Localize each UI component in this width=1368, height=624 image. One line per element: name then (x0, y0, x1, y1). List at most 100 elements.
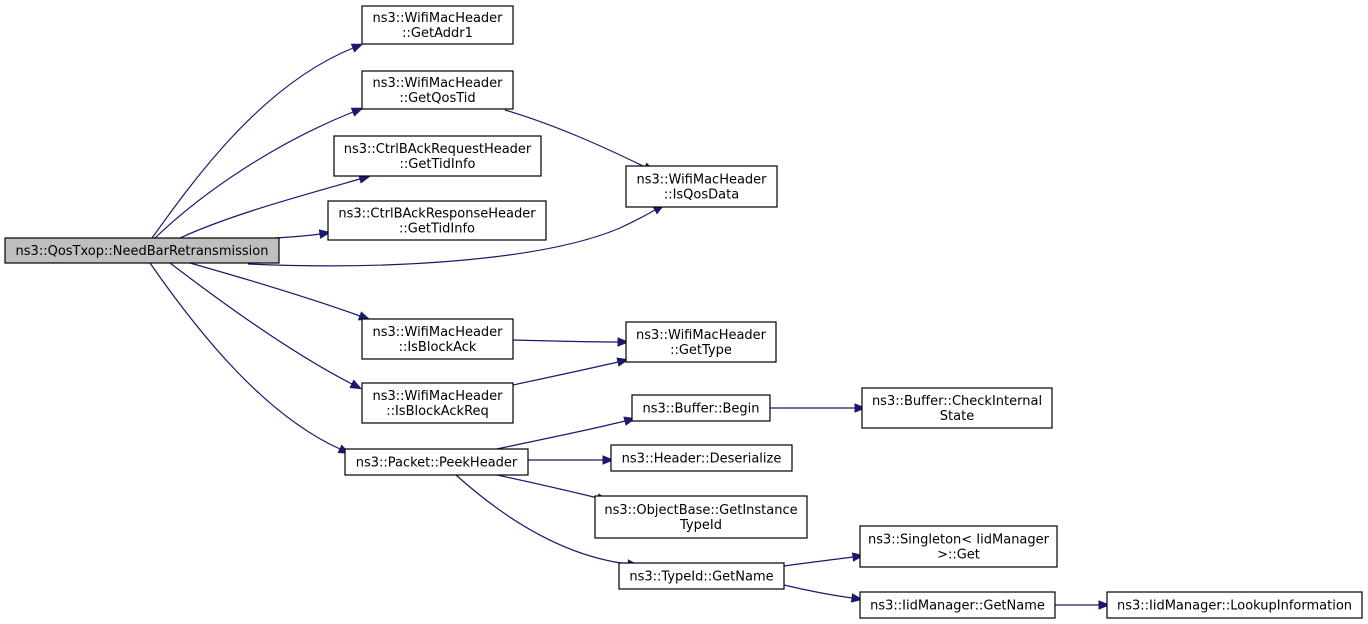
node-box (861, 387, 1053, 429)
edge-peekheader-to-deserialize (527, 455, 615, 465)
node-label: ::GetTidInfo (399, 222, 475, 237)
edge-peekheader-to-bufbegin (496, 416, 636, 450)
edge-isblockackreq-to-gettype (512, 357, 630, 386)
node-isqosdata[interactable]: ns3::WifiMacHeader::IsQosData (625, 165, 778, 208)
node-deserialize[interactable]: ns3::Header::Deserialize (610, 444, 793, 472)
node-label: ns3::QosTxop::NeedBarRetransmission (16, 244, 269, 259)
edge-root-to-resptid (274, 229, 332, 239)
edge-arrowhead (851, 552, 865, 562)
edge-line (455, 474, 629, 565)
node-box (361, 5, 514, 45)
node-label: ns3::TypeId::GetName (629, 570, 773, 585)
node-label: ns3::WifiMacHeader (372, 325, 503, 340)
node-box (631, 394, 771, 422)
node-label: ns3::WifiMacHeader (372, 76, 503, 91)
node-box (1106, 591, 1363, 619)
edge-root-to-peekheader (149, 262, 351, 454)
edge-typeidname-to-iidgetname (783, 584, 864, 603)
node-singleton[interactable]: ns3::Singleton< IidManager >::Get (859, 525, 1058, 568)
node-box (618, 562, 785, 590)
node-box (361, 382, 514, 424)
node-label: TypeId (679, 518, 722, 533)
node-bufbegin[interactable]: ns3::Buffer::Begin (631, 394, 771, 422)
node-label: ns3::IidManager::LookupInformation (1117, 599, 1352, 614)
node-label: >::Get (937, 548, 980, 563)
node-resptid[interactable]: ns3::CtrlBAckResponseHeader::GetTidInfo (327, 200, 547, 241)
edge-arrowhead (602, 455, 615, 465)
node-peekheader[interactable]: ns3::Packet::PeekHeader (344, 448, 529, 476)
edge-arrowhead (850, 593, 864, 603)
node-label: ::IsBlockAck (399, 340, 477, 355)
node-label: ns3::WifiMacHeader (372, 11, 503, 26)
node-box (859, 591, 1056, 619)
node-box (625, 321, 777, 363)
node-label: ns3::WifiMacHeader (372, 389, 503, 404)
node-label: ns3::Packet::PeekHeader (356, 456, 518, 471)
edge-arrowhead (616, 357, 630, 367)
node-box (344, 448, 529, 476)
node-box (610, 444, 793, 472)
edge-root-to-isblockackreq (169, 262, 363, 390)
node-gettype[interactable]: ns3::WifiMacHeader::GetType (625, 321, 777, 363)
node-label: State (940, 409, 974, 424)
edge-root-to-getqostid (154, 107, 364, 239)
edge-line (512, 361, 619, 386)
node-label: ns3::WifiMacHeader (636, 328, 767, 343)
node-isblockackreq[interactable]: ns3::WifiMacHeader::IsBlockAckReq (361, 382, 514, 424)
edge-arrowhead (854, 403, 867, 413)
node-label: ns3::ObjectBase::GetInstance (604, 503, 797, 518)
edge-line (496, 474, 599, 499)
edge-iidgetname-to-lookup (1055, 600, 1111, 610)
edge-arrowhead (1098, 600, 1111, 610)
node-label: ns3::CtrlBAckResponseHeader (338, 207, 536, 222)
node-box (361, 318, 514, 360)
edge-line (504, 109, 646, 168)
edge-line (274, 233, 321, 239)
edge-arrowhead (350, 43, 364, 53)
edge-arrowhead (349, 379, 363, 390)
node-label: ::IsQosData (664, 188, 739, 203)
node-box (361, 70, 514, 110)
node-reqtid[interactable]: ns3::CtrlBAckRequestHeader::GetTidInfo (333, 135, 542, 177)
edge-line (247, 209, 656, 267)
edge-line (151, 47, 354, 239)
node-label: ::GetQosTid (399, 91, 475, 106)
node-lookup[interactable]: ns3::IidManager::LookupInformation (1106, 591, 1363, 619)
node-isblockack[interactable]: ns3::WifiMacHeader::IsBlockAck (361, 318, 514, 360)
edge-peekheader-to-getinstance (496, 474, 610, 503)
edge-typeidname-to-singleton (783, 552, 865, 567)
node-box (859, 525, 1058, 568)
node-label: ::GetTidInfo (400, 157, 476, 172)
edge-line (154, 111, 354, 239)
node-label: ns3::Buffer::Begin (642, 402, 759, 417)
call-graph-nodes: ns3::QosTxop::NeedBarRetransmissionns3::… (4, 5, 1363, 619)
edge-line (179, 178, 361, 239)
edge-line (783, 556, 854, 567)
edge-line (189, 262, 361, 317)
node-box (327, 200, 547, 241)
node-label: ns3::Buffer::CheckInternal (872, 394, 1042, 409)
node-label: ::GetAddr1 (402, 26, 473, 41)
node-typeidname[interactable]: ns3::TypeId::GetName (618, 562, 785, 590)
edge-line (496, 420, 626, 450)
node-label: ns3::Singleton< IidManager (868, 533, 1050, 548)
node-label: ns3::Header::Deserialize (622, 452, 782, 467)
edge-line (149, 262, 341, 450)
edge-arrowhead (318, 229, 332, 239)
node-getqostid[interactable]: ns3::WifiMacHeader::GetQosTid (361, 70, 514, 110)
edge-root-to-getaddr1 (151, 43, 364, 239)
node-root[interactable]: ns3::QosTxop::NeedBarRetransmission (4, 237, 280, 264)
node-label: ns3::CtrlBAckRequestHeader (344, 142, 532, 157)
edge-line (512, 339, 619, 343)
edge-isblockack-to-gettype (512, 337, 630, 347)
node-label: ns3::IidManager::GetName (870, 599, 1045, 614)
node-getaddr1[interactable]: ns3::WifiMacHeader::GetAddr1 (361, 5, 514, 45)
node-iidgetname[interactable]: ns3::IidManager::GetName (859, 591, 1056, 619)
node-box (4, 237, 280, 264)
edge-line (783, 584, 853, 599)
node-box (625, 165, 778, 208)
node-label: ::GetType (670, 343, 732, 358)
